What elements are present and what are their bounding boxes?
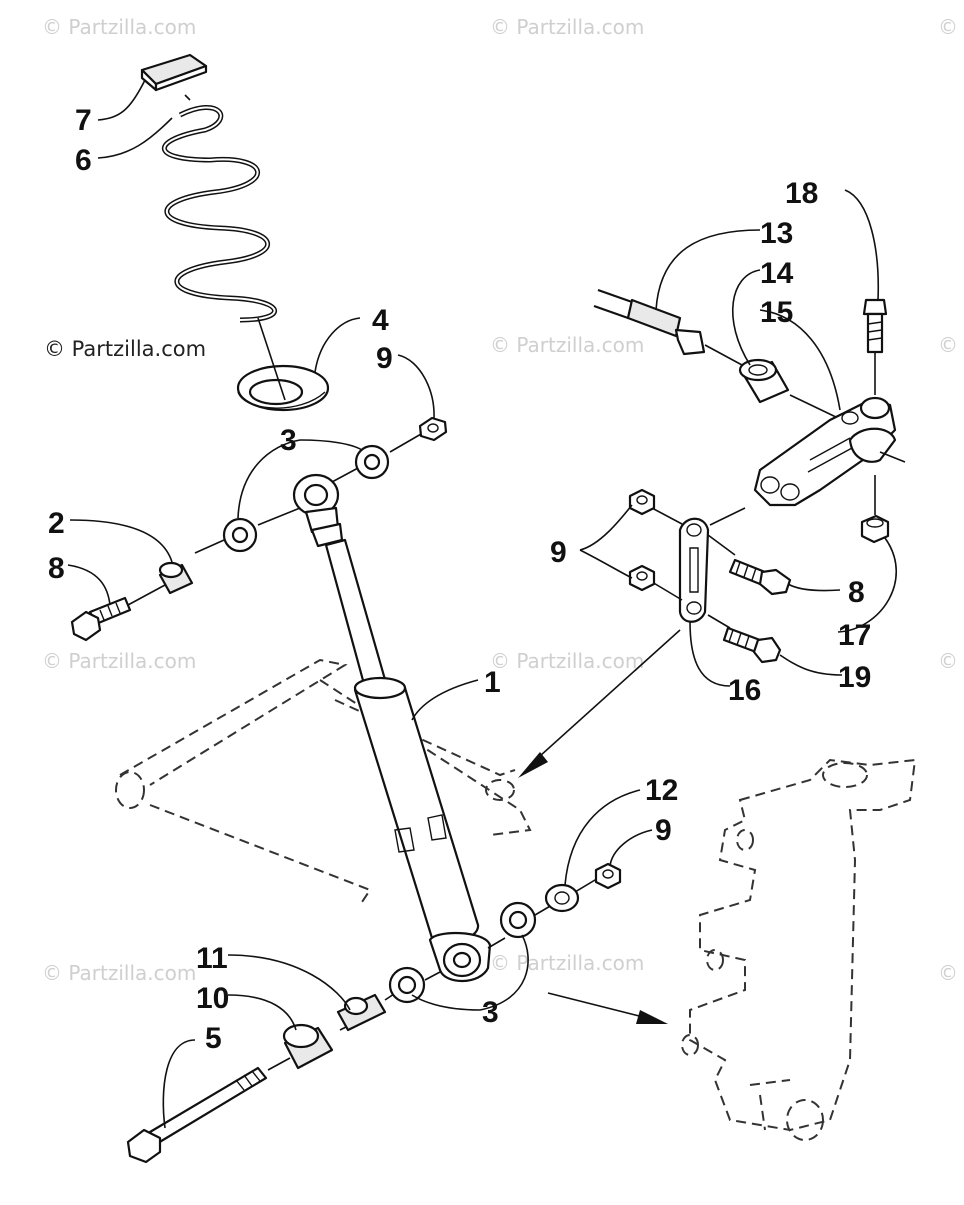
callout-11: 11 <box>196 942 228 975</box>
upper-bolt <box>70 596 132 642</box>
watermark: © Partzilla.com <box>42 961 196 985</box>
lower-bushing-left <box>388 966 426 1004</box>
top-bolt <box>862 298 888 354</box>
lower-sleeve <box>544 883 580 913</box>
spring-seat <box>236 364 330 412</box>
coil-spring <box>161 104 277 323</box>
callout-labels: 7 6 4 9 3 2 8 1 18 13 14 15 9 8 17 19 16… <box>48 104 871 1055</box>
callout-16: 16 <box>728 674 761 707</box>
callout-15: 15 <box>760 296 793 329</box>
spring-retainer <box>140 53 208 92</box>
link-rod <box>678 517 710 623</box>
callout-8-right: 8 <box>848 576 865 609</box>
watermark: © Partzilla.com <box>490 951 644 975</box>
lower-bolt <box>126 1066 268 1164</box>
callout-4: 4 <box>372 304 389 337</box>
upper-bushing-left <box>222 517 258 553</box>
callout-2: 2 <box>48 507 65 540</box>
lower-spacer-small <box>336 993 387 1032</box>
watermark-edge: © <box>938 15 958 39</box>
watermark-edge: © <box>938 649 958 673</box>
upper-spacer <box>158 561 194 595</box>
pivot-bushing <box>738 358 790 404</box>
leader-lines <box>67 79 897 1129</box>
link-fastener-axis <box>651 507 736 629</box>
callout-1: 1 <box>484 666 501 699</box>
link-bolt-lower <box>722 626 782 664</box>
callout-8-left: 8 <box>48 552 65 585</box>
upper-bolt-axis <box>194 429 429 554</box>
cable <box>593 288 706 356</box>
callout-6: 6 <box>75 144 92 177</box>
callout-3-upper: 3 <box>280 424 297 457</box>
callout-9: 9 <box>376 342 393 375</box>
shock-absorber <box>292 473 492 983</box>
upper-nut <box>418 416 448 442</box>
link-nut-lower <box>628 564 656 592</box>
callout-13: 13 <box>760 217 793 250</box>
bellcrank-arm <box>753 396 897 507</box>
a-arm-outline <box>115 658 532 906</box>
callout-17: 17 <box>838 619 871 652</box>
callout-7: 7 <box>75 104 92 137</box>
callout-9-link: 9 <box>550 536 567 569</box>
link-axis <box>709 507 746 526</box>
callout-3-lower: 3 <box>482 996 499 1029</box>
lower-spacer-large <box>282 1023 334 1070</box>
watermark: © Partzilla.com <box>490 649 644 673</box>
assembly-arrows <box>518 629 681 1024</box>
callout-18: 18 <box>785 177 818 210</box>
bottom-nut <box>860 514 890 544</box>
watermark: © Partzilla.com <box>490 333 644 357</box>
watermark-edge: © <box>938 333 958 357</box>
callout-5: 5 <box>205 1022 222 1055</box>
link-nut-upper <box>628 488 656 516</box>
spindle-outline <box>681 758 917 1141</box>
watermarks: © Partzilla.com © Partzilla.com © Partzi… <box>42 15 958 985</box>
callout-9-lower: 9 <box>655 814 672 847</box>
bushing-axis <box>789 394 839 419</box>
callout-10: 10 <box>196 982 229 1015</box>
watermark: © Partzilla.com <box>42 649 196 673</box>
callout-19: 19 <box>838 661 871 694</box>
watermark: © Partzilla.com <box>490 15 644 39</box>
lower-bushing-right <box>499 901 537 939</box>
callout-14: 14 <box>760 257 794 290</box>
copyright-notice: © Partzilla.com <box>44 337 206 361</box>
link-bolt-upper <box>728 558 792 596</box>
cable-axis <box>704 344 743 366</box>
watermark-edge: © <box>938 961 958 985</box>
watermark: © Partzilla.com <box>42 15 196 39</box>
callout-12: 12 <box>645 774 678 807</box>
spring-axis-line <box>184 94 286 401</box>
bolt-axis <box>127 584 166 606</box>
upper-bushing-right <box>354 444 390 480</box>
bellcrank-axis <box>874 345 906 515</box>
lower-nut <box>594 862 622 890</box>
